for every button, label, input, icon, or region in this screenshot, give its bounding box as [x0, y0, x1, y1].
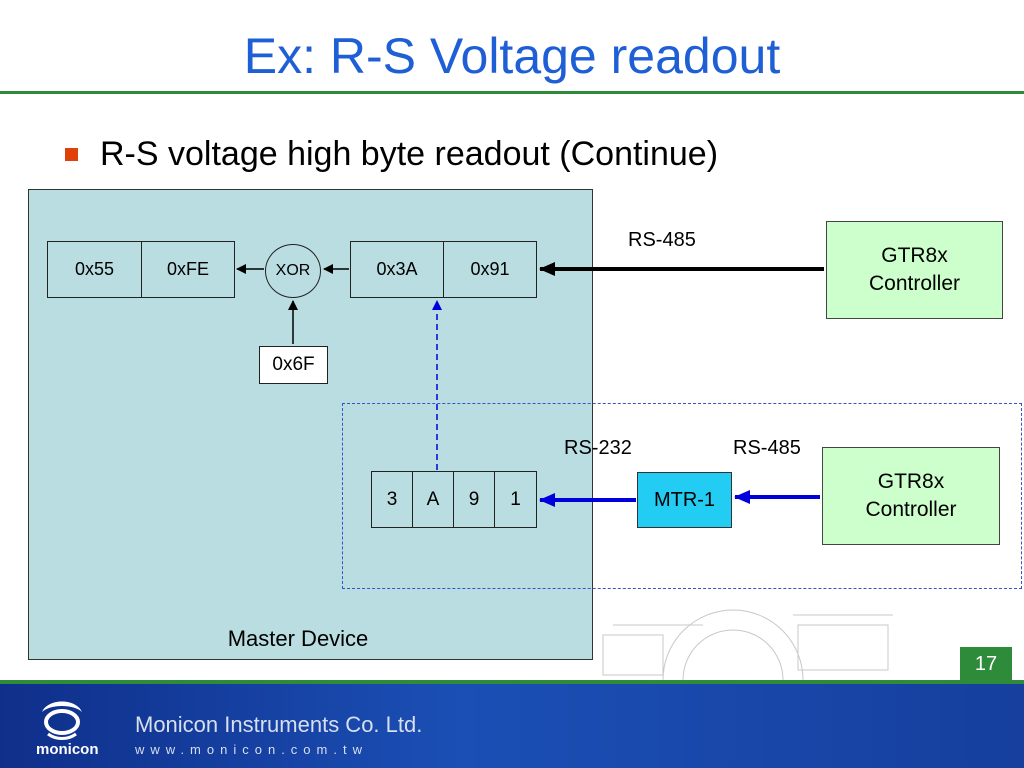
company-name: Monicon Instruments Co. Ltd. [135, 712, 423, 737]
background-drawing [602, 609, 893, 680]
controller-top-line2: Controller [868, 272, 961, 295]
register-cell-0x91: 0x91 [443, 241, 537, 298]
footer-banner [0, 684, 1024, 768]
digit-cell-9: 9 [453, 471, 495, 528]
page-number: 17 [960, 647, 1012, 681]
register-cell-0x3a: 0x3A [350, 241, 444, 298]
bullet-text: R-S voltage high byte readout (Continue) [100, 135, 719, 173]
company-website: www.monicon.com.tw [135, 742, 368, 757]
register-cell-0x55: 0x55 [47, 241, 142, 298]
controller-top-line1: GTR8x [881, 244, 948, 267]
rs232-label: RS-232 [564, 437, 632, 459]
gtr8x-controller-bottom: GTR8x Controller [822, 447, 1000, 545]
controller-bottom-line2: Controller [865, 498, 957, 521]
gtr8x-controller-top: GTR8x Controller [826, 221, 1003, 319]
title-underline [0, 91, 1024, 94]
footer-rule [0, 680, 1024, 684]
dashed-group-box [342, 403, 1022, 589]
rs485-label-top: RS-485 [628, 229, 696, 251]
xor-operator: XOR [265, 244, 321, 298]
master-device-label: Master Device [227, 626, 369, 651]
mtr-1-box: MTR-1 [637, 472, 732, 528]
bullet-square-icon [65, 148, 78, 161]
register-cell-0xfe: 0xFE [141, 241, 235, 298]
monicon-logo-icon [42, 701, 82, 740]
slide-title: Ex: R-S Voltage readout [243, 28, 781, 84]
controller-bottom-line1: GTR8x [877, 470, 945, 493]
xor-operand-0x6f: 0x6F [259, 346, 328, 384]
digit-cell-1: 1 [494, 471, 537, 528]
rs485-label-bottom: RS-485 [733, 437, 801, 459]
brand-wordmark: monicon [36, 741, 99, 758]
